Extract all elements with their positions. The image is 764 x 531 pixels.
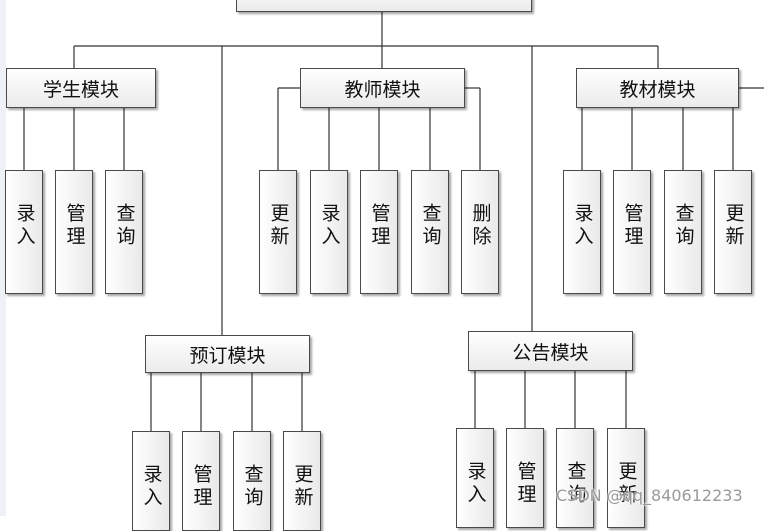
- function-box: 录入: [5, 170, 43, 294]
- function-box: 删除: [461, 170, 499, 294]
- function-label: 录入: [318, 203, 341, 249]
- function-box: 管理: [182, 431, 220, 531]
- function-label: 录入: [140, 464, 163, 510]
- watermark: CSDN @qq_840612233: [556, 486, 743, 505]
- function-label: 查询: [113, 203, 136, 249]
- function-box: 更新: [259, 170, 297, 294]
- function-label: 删除: [469, 203, 492, 249]
- module-box: 学生模块: [6, 68, 156, 108]
- function-label: 更新: [615, 461, 638, 507]
- module-box: 教师模块: [300, 68, 465, 108]
- connector-lines: [23, 12, 764, 431]
- function-label: 录入: [571, 203, 594, 249]
- function-box: 录入: [456, 428, 494, 528]
- function-label: 更新: [722, 203, 745, 249]
- function-box: 录入: [563, 170, 601, 294]
- function-label: 更新: [291, 464, 314, 510]
- function-box: 录入: [310, 170, 348, 294]
- function-label: 管理: [621, 203, 644, 249]
- function-box: 查询: [105, 170, 143, 294]
- function-box: 更新: [714, 170, 752, 294]
- function-box: 更新: [283, 431, 321, 531]
- function-label: 管理: [514, 461, 537, 507]
- function-box: 查询: [556, 428, 594, 528]
- function-box: 管理: [360, 170, 398, 294]
- function-box: 管理: [55, 170, 93, 294]
- function-box: 更新: [607, 428, 645, 528]
- module-box: 公告模块: [468, 331, 633, 371]
- left-edge-strip: [0, 0, 6, 516]
- root-box: [236, 0, 532, 12]
- function-label: 更新: [267, 203, 290, 249]
- function-label: 录入: [464, 461, 487, 507]
- module-box: 教材模块: [576, 68, 739, 108]
- function-label: 查询: [672, 203, 695, 249]
- module-box: 预订模块: [145, 335, 310, 373]
- function-label: 管理: [368, 203, 391, 249]
- function-label: 查询: [564, 461, 587, 507]
- function-box: 查询: [411, 170, 449, 294]
- function-box: 查询: [664, 170, 702, 294]
- function-label: 查询: [241, 464, 264, 510]
- function-label: 查询: [419, 203, 442, 249]
- function-box: 管理: [506, 428, 544, 528]
- function-label: 管理: [190, 464, 213, 510]
- function-box: 查询: [233, 431, 271, 531]
- function-box: 录入: [132, 431, 170, 531]
- function-label: 录入: [13, 203, 36, 249]
- function-box: 管理: [613, 170, 651, 294]
- function-label: 管理: [63, 203, 86, 249]
